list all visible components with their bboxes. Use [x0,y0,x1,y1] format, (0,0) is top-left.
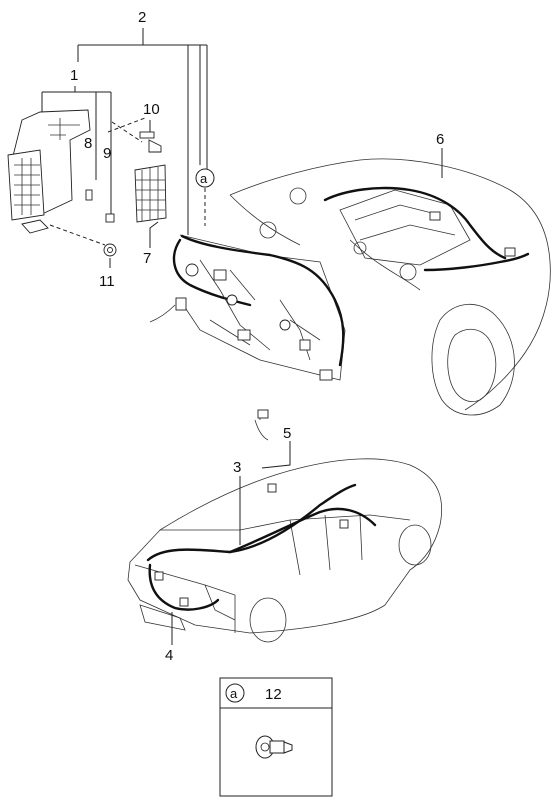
callout-1-leader [41,86,112,216]
detail-marker-a: a [195,168,215,188]
callout-10: 10 [143,101,160,118]
nut-dash-leader [49,224,106,246]
dashboard-harness [149,234,346,441]
callout-1-group: 1 [41,67,112,216]
callout-2: 2 [138,9,146,26]
callout-8: 8 [84,135,92,152]
grommet-clip-icon [255,735,293,759]
front-car-engine-bay [229,158,551,416]
callout-7: 7 [143,250,151,267]
callout-4: 4 [165,647,173,664]
callout-5-leader [261,441,291,469]
callout-1: 1 [70,67,78,84]
callout-5: 5 [283,425,291,442]
insulation-pad [134,164,167,223]
callout-7-leader [149,221,159,248]
callout-2-leader [77,28,208,235]
rear-car [127,458,443,643]
inset-detail-box: a 12 [219,677,333,797]
nut-icon [103,243,117,257]
callout-6: 6 [436,131,444,148]
relay-part-9 [105,213,115,223]
bolt-dash-leader [107,117,146,143]
callout-12: 12 [265,686,282,703]
detail-marker-label: a [200,171,208,186]
inset-marker-label: a [230,686,238,701]
callout-2-group: 2 [77,9,208,235]
relay-part-8 [85,189,93,201]
inset-marker-circle [225,683,245,703]
rear-bumper [139,604,186,631]
callout-3: 3 [233,459,241,476]
junction-box [7,109,91,234]
callout-11: 11 [99,273,115,290]
bolt-icon [139,131,162,153]
callout-9: 9 [103,145,111,162]
